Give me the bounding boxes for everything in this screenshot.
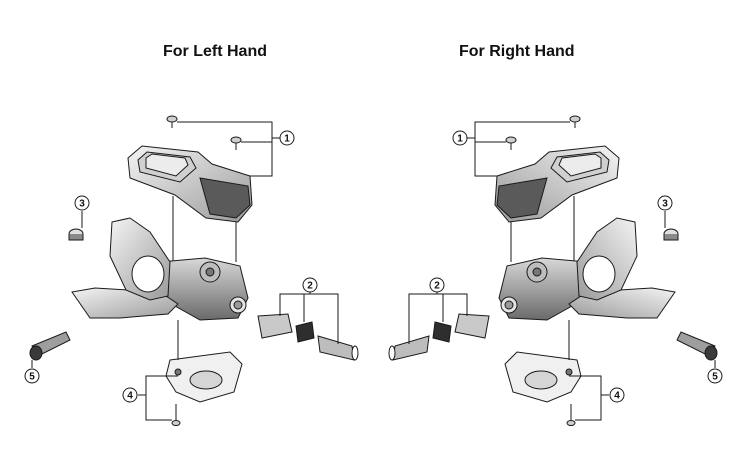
- svg-text:2: 2: [307, 281, 313, 292]
- svg-text:5: 5: [29, 372, 35, 383]
- right-callout-5: 5: [707, 368, 723, 384]
- left-assembly: [29, 115, 359, 426]
- left-adjuster-2: [257, 313, 359, 361]
- svg-text:3: 3: [662, 199, 668, 210]
- left-screw-1a: [166, 115, 178, 128]
- left-callout-3: 3: [74, 195, 90, 211]
- right-screw-1b: [505, 136, 517, 150]
- right-adjuster-2: [388, 313, 490, 361]
- svg-text:4: 4: [614, 391, 620, 402]
- right-hand-title: For Right Hand: [459, 43, 575, 60]
- right-assembly: [388, 115, 718, 426]
- svg-text:1: 1: [284, 134, 290, 145]
- left-cap-3: [68, 228, 84, 241]
- left-callout-1: 1: [279, 130, 295, 146]
- svg-text:1: 1: [457, 134, 463, 145]
- left-screw-1b: [230, 136, 242, 150]
- right-callout-2: 2: [429, 277, 445, 293]
- svg-text:3: 3: [79, 199, 85, 210]
- svg-text:4: 4: [127, 391, 133, 402]
- svg-text:2: 2: [434, 281, 440, 292]
- callouts: 1 2 3 4 5 1 2 3: [24, 130, 723, 403]
- right-main-body: [498, 217, 676, 321]
- right-bolt-5: [676, 331, 718, 361]
- left-callout-4: 4: [122, 387, 138, 403]
- left-callout-5: 5: [24, 368, 40, 384]
- left-upper-cover: [127, 145, 253, 223]
- left-lower-cover: [165, 351, 243, 403]
- left-bolt-5: [29, 331, 71, 361]
- right-lower-cover: [504, 351, 582, 403]
- right-upper-cover: [494, 145, 620, 223]
- left-callout-2: 2: [302, 277, 318, 293]
- left-main-body: [71, 217, 249, 321]
- right-screw-1a: [569, 115, 581, 128]
- right-cap-3: [663, 228, 679, 241]
- right-callout-4: 4: [609, 387, 625, 403]
- left-screw-4: [171, 404, 181, 426]
- right-callout-3: 3: [657, 195, 673, 211]
- left-hand-title: For Left Hand: [163, 43, 267, 60]
- right-callout-1: 1: [452, 130, 468, 146]
- right-screw-4: [566, 404, 576, 426]
- svg-text:5: 5: [712, 372, 718, 383]
